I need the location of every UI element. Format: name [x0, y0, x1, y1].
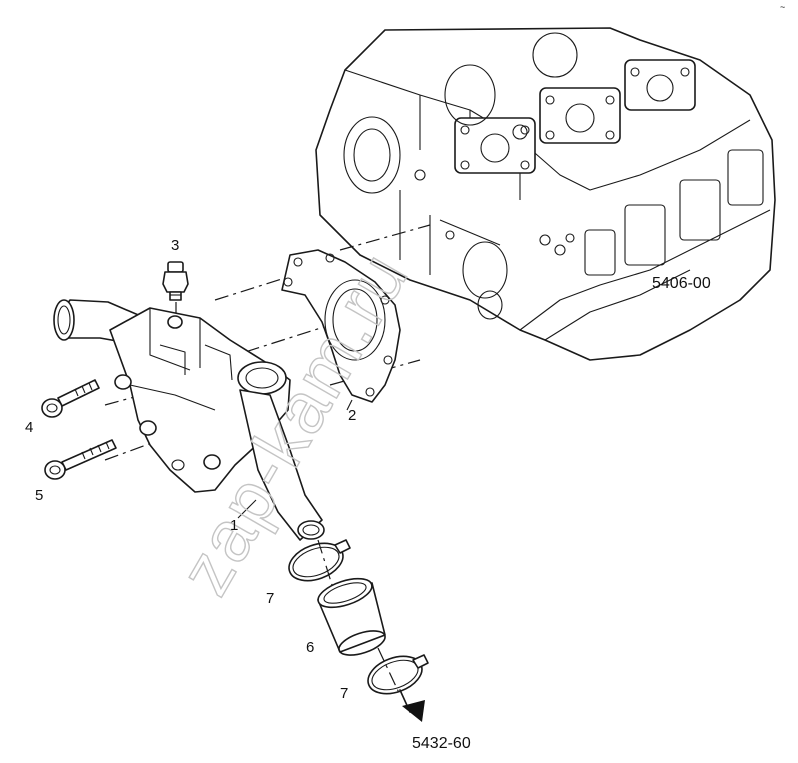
callout-clamp-upper: 7: [266, 590, 274, 607]
bolt-long-part: [44, 439, 117, 480]
coolant-hose-part: [317, 577, 386, 656]
callout-gasket: 2: [348, 407, 356, 424]
hose-clamp-lower-part: [367, 654, 429, 695]
callout-clamp-lower: 7: [340, 685, 348, 702]
callout-bolt-long: 5: [35, 487, 43, 504]
callout-bolt-short: 4: [25, 419, 33, 436]
engine-block-drawing: [315, 27, 776, 361]
gasket-part: [281, 249, 401, 403]
hose-clamp-upper-part: [288, 539, 351, 582]
temperature-sensor-part: [162, 261, 189, 301]
thermostat-housing-part: [53, 299, 325, 541]
callout-sensor: 3: [171, 237, 179, 254]
callout-housing: 1: [230, 517, 238, 534]
corner-mark: ~: [780, 2, 785, 12]
bolt-short-part: [41, 379, 100, 418]
reference-engine-block: 5406-00: [652, 275, 711, 292]
outlet-arrow: [399, 689, 425, 722]
callout-leaders: [237, 399, 353, 519]
reference-outlet: 5432-60: [412, 735, 471, 752]
callout-hose: 6: [306, 639, 314, 656]
